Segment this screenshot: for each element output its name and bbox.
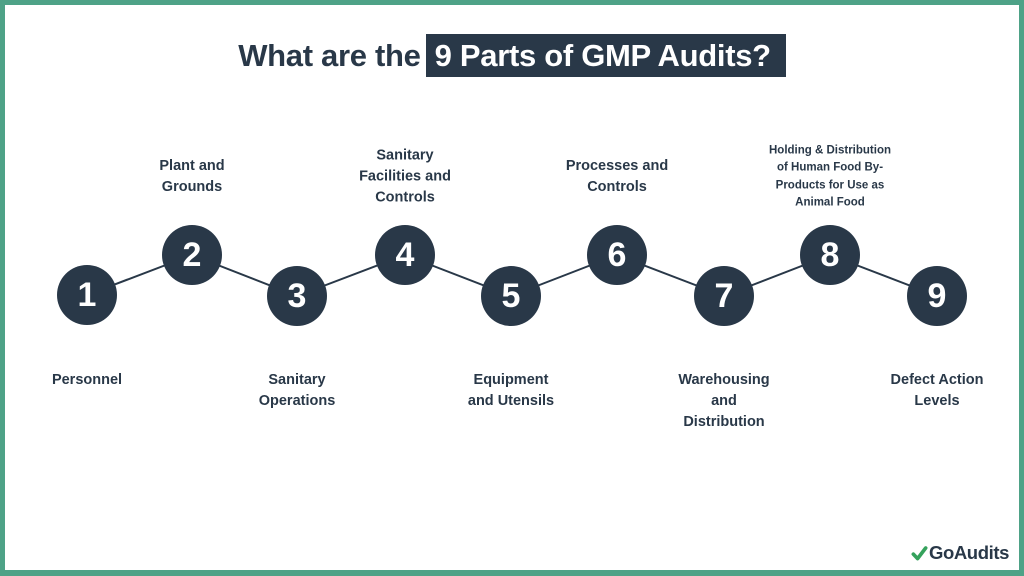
step-label: Plant and Grounds xyxy=(159,157,225,195)
step-number-circle: 2 xyxy=(162,225,222,285)
step-number-circle: 8 xyxy=(800,225,860,285)
step-label: Equipment and Utensils xyxy=(467,372,555,410)
step-label: Sanitary Operations xyxy=(258,372,336,410)
step-number-circle: 9 xyxy=(907,266,967,326)
goaudits-logo: GoAudits xyxy=(911,542,1009,564)
step-number: 1 xyxy=(77,275,97,314)
goaudits-wordmark: GoAudits xyxy=(928,542,1009,563)
step-number: 4 xyxy=(395,235,415,274)
step-number-circle: 7 xyxy=(694,266,754,326)
step-number-circle: 5 xyxy=(481,266,541,326)
step-label: Warehousing and Distribution xyxy=(678,372,770,431)
step-label: Personnel xyxy=(51,372,123,388)
step-number: 8 xyxy=(820,235,840,274)
step-number: 3 xyxy=(287,276,307,315)
step-number: 6 xyxy=(607,235,627,274)
step-label: Processes and Controls xyxy=(565,157,669,195)
step-label: Sanitary Facilities and Controls xyxy=(359,147,451,206)
step-label: Holding & Distribution of Human Food By-… xyxy=(768,144,892,209)
step-number: 7 xyxy=(714,276,734,315)
title-prefix: What are the xyxy=(238,37,421,73)
page-title: What are the 9 Parts of GMP Audits? xyxy=(0,34,1024,77)
step-number: 2 xyxy=(182,235,202,274)
step-number-circle: 3 xyxy=(267,266,327,326)
step-number-circle: 6 xyxy=(587,225,647,285)
title-highlight: 9 Parts of GMP Audits? xyxy=(425,34,786,77)
step-number: 5 xyxy=(501,276,521,315)
step-label: Defect Action Levels xyxy=(890,372,984,410)
step-number-circle: 4 xyxy=(375,225,435,285)
step-number-circle: 1 xyxy=(57,265,117,325)
checkmark-icon xyxy=(911,545,928,562)
step-number: 9 xyxy=(927,276,947,315)
